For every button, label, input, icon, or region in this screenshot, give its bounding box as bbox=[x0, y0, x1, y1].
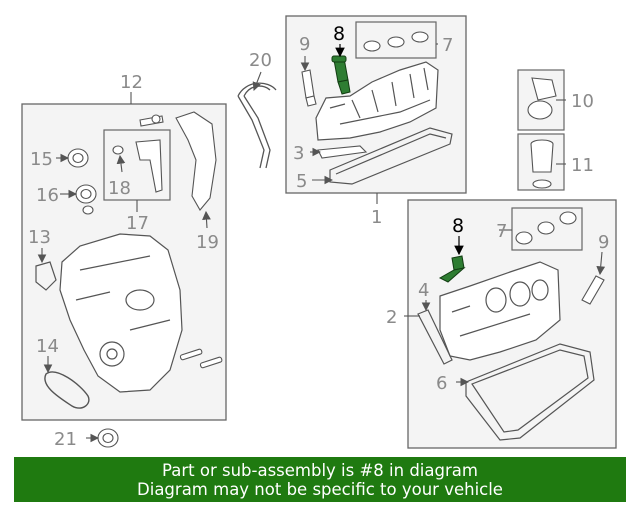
callout-5: 5 bbox=[296, 171, 307, 192]
bolt-top bbox=[139, 114, 164, 127]
callout-7-upper: 7 bbox=[442, 35, 453, 56]
callout-17: 17 bbox=[126, 213, 149, 234]
hose-20 bbox=[237, 82, 277, 169]
valve-cover-gasket-lower bbox=[465, 343, 595, 441]
callout-3: 3 bbox=[293, 143, 304, 164]
leader-lines bbox=[37, 43, 606, 443]
filler-cap-10 bbox=[527, 77, 557, 120]
banner-line-1: Part or sub-assembly is #8 in diagram bbox=[162, 460, 478, 480]
highlight-part-8-upper bbox=[331, 55, 351, 95]
spark-plug-lower bbox=[581, 275, 605, 305]
timing-cover-dowels bbox=[179, 348, 223, 369]
callout-8-lower: 8 bbox=[452, 215, 464, 237]
filter-11 bbox=[530, 139, 554, 189]
part-notice-banner: Part or sub-assembly is #8 in diagram Di… bbox=[14, 457, 626, 502]
callout-13: 13 bbox=[28, 227, 51, 248]
banner-line-2: Diagram may not be specific to your vehi… bbox=[137, 479, 503, 499]
callout-4: 4 bbox=[418, 280, 429, 301]
callout-6: 6 bbox=[436, 373, 447, 394]
callout-14: 14 bbox=[36, 336, 59, 357]
callout-20: 20 bbox=[249, 50, 272, 71]
callout-15: 15 bbox=[30, 149, 53, 170]
callout-19: 19 bbox=[196, 232, 219, 253]
callout-9-lower: 9 bbox=[598, 232, 609, 253]
valve-cover-lower bbox=[439, 261, 561, 361]
callout-18: 18 bbox=[108, 178, 131, 199]
callout-12: 12 bbox=[120, 72, 143, 93]
spark-plug-upper bbox=[301, 69, 317, 107]
callout-8-upper: 8 bbox=[333, 23, 345, 45]
timing-cover bbox=[59, 233, 183, 393]
callout-16: 16 bbox=[36, 185, 59, 206]
seal-21 bbox=[97, 428, 119, 448]
seal-16 bbox=[75, 184, 97, 215]
gasket-4-lower bbox=[417, 309, 453, 365]
gasket-13 bbox=[35, 261, 57, 291]
callout-11: 11 bbox=[571, 155, 594, 176]
callout-2: 2 bbox=[386, 307, 397, 328]
valve-cover-upper bbox=[315, 61, 439, 141]
highlight-part-8-lower bbox=[438, 255, 466, 283]
leader-lines-part-8 bbox=[335, 44, 464, 256]
belt-14 bbox=[44, 371, 90, 409]
callout-9-upper: 9 bbox=[299, 34, 310, 55]
seal-15 bbox=[67, 148, 89, 168]
callout-1: 1 bbox=[371, 207, 382, 228]
bracket-19 bbox=[175, 111, 217, 211]
seal-rings-lower bbox=[515, 211, 577, 245]
chain-guide-18 bbox=[112, 139, 163, 193]
callout-21: 21 bbox=[54, 429, 77, 450]
seal-rings-upper bbox=[363, 31, 429, 52]
callout-7-lower: 7 bbox=[496, 221, 507, 242]
callout-10: 10 bbox=[571, 91, 594, 112]
